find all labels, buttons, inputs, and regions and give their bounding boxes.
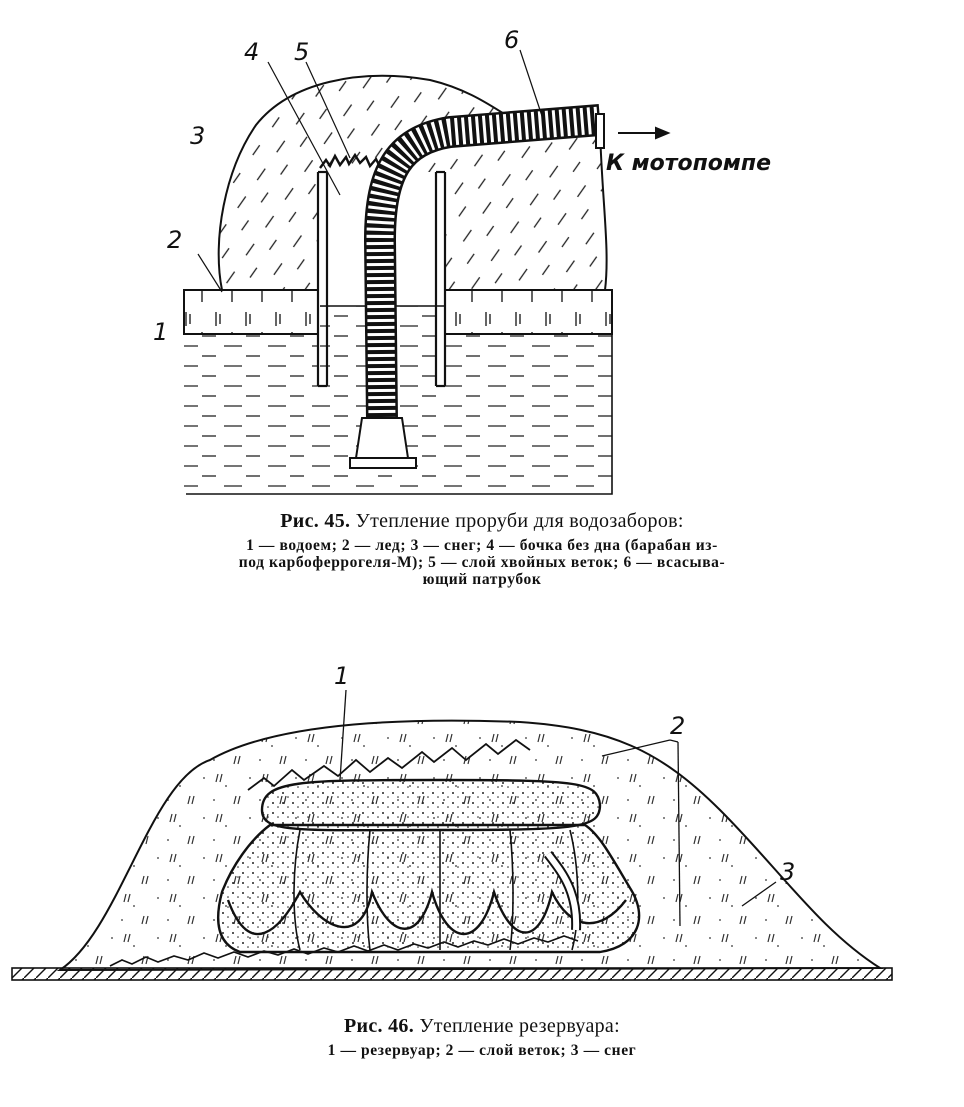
branch-layer: [319, 152, 382, 169]
label-3-snow: 3: [190, 122, 205, 150]
leader-lines: [197, 49, 546, 293]
figure-46-legend-line-1: 1 — резервуар; 2 — слой веток; 3 — снег: [327, 1042, 637, 1059]
label-2-branches: 2: [670, 712, 685, 740]
leader-lines-46: [339, 689, 777, 927]
label-1-water: 1: [153, 318, 168, 346]
reservoir-seams: [293, 829, 579, 951]
figure-45-legend-line-1: 1 — водоем; 2 — лед; 3 — снег; 4 — бочка…: [246, 537, 718, 554]
figure-45-caption: Рис. 45. Утепление проруби для водозабор…: [0, 510, 964, 588]
label-3-snow: 3: [780, 858, 795, 886]
reservoir-top-ring: [260, 778, 602, 832]
figure-45-legend: 1 — водоем; 2 — лед; 3 — снег; 4 — бочка…: [0, 537, 964, 588]
figure-45-legend-line-3: ющий патрубок: [422, 571, 542, 588]
figure-46-title-text: Утепление резервуара:: [419, 1015, 620, 1037]
figure-46-number: Рис. 46.: [344, 1015, 415, 1037]
hose-end-cap: [595, 113, 605, 149]
figure-45-title: Рис. 45. Утепление проруби для водозабор…: [0, 510, 964, 533]
figure-46-title: Рис. 46. Утепление резервуара:: [0, 1015, 964, 1038]
label-4-barrel: 4: [244, 38, 259, 66]
hose-strainer: [354, 417, 410, 459]
figure-45-number: Рис. 45.: [280, 510, 351, 532]
figure-45-legend-line-2: под карбоферрогеля-М); 5 — слой хвойных …: [238, 554, 726, 571]
outlet-text: К мотопомпе: [606, 151, 771, 176]
figure-46-legend: 1 — резервуар; 2 — слой веток; 3 — снег: [0, 1042, 964, 1059]
ground: [11, 967, 893, 981]
label-6-pipe: 6: [504, 26, 519, 54]
top-branch-layer: [247, 738, 531, 791]
water-body: [184, 334, 612, 494]
label-1-reservoir: 1: [334, 662, 349, 690]
outflow-arrow: [618, 126, 671, 140]
figure-46-drawing: 1 2 3: [11, 662, 893, 981]
label-2-ice: 2: [167, 226, 182, 254]
figure-46-caption: Рис. 46. Утепление резервуара: 1 — резер…: [0, 1015, 964, 1059]
suction-hose: [366, 106, 602, 421]
reservoir-rope: [226, 887, 627, 936]
strainer-base: [349, 457, 417, 469]
figure-45-title-text: Утепление проруби для водозаборов:: [355, 510, 684, 532]
figure-45-drawing: 1 2 3 4 5 6 К мотопомпе: [153, 26, 771, 495]
water-outline: [186, 290, 613, 495]
barrel: [316, 170, 447, 388]
label-5-branches: 5: [294, 38, 309, 66]
